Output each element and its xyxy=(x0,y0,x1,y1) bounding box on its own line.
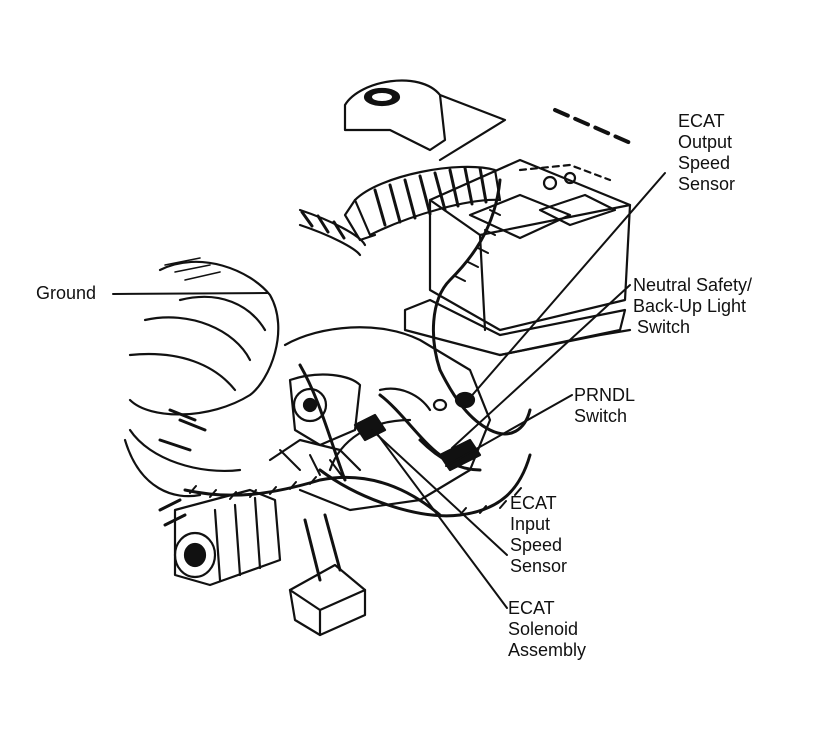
leader-lines xyxy=(112,172,666,609)
ground-label: Ground xyxy=(36,283,96,304)
label-line: ECAT xyxy=(508,598,555,618)
battery xyxy=(428,158,632,332)
label-line: PRNDL xyxy=(574,385,636,405)
label-line: Back-Up Light xyxy=(633,296,747,316)
battery-tray xyxy=(403,298,632,357)
label-line: Input xyxy=(510,514,551,534)
label-line: Sensor xyxy=(510,556,568,576)
label-line: Speed xyxy=(510,535,563,555)
engine-block xyxy=(123,257,280,498)
label-line: Solenoid xyxy=(508,619,579,639)
label-line: Ground xyxy=(36,283,97,303)
input-speed-sensor xyxy=(353,413,387,442)
label-line: Neutral Safety/ xyxy=(633,275,753,295)
label-line: Assembly xyxy=(508,640,587,660)
ecat-output-speed-sensor-label: ECAT Output Speed Sensor xyxy=(678,111,735,195)
label-line: ECAT xyxy=(678,111,725,131)
input-speed-sensor-leader xyxy=(371,429,508,556)
output-speed-sensor-leader xyxy=(467,172,666,401)
neutral-safety-switch-leader xyxy=(451,284,631,449)
label-line: Output xyxy=(678,132,733,152)
solenoid-block xyxy=(288,513,367,637)
ground-leader xyxy=(112,292,269,295)
label-line: Sensor xyxy=(678,174,736,194)
hood-outline xyxy=(343,79,637,162)
prndl-switch-label: PRNDL Switch xyxy=(574,385,635,427)
solenoid-assembly-leader xyxy=(377,434,508,609)
label-line: ECAT xyxy=(510,493,557,513)
label-line: Speed xyxy=(678,153,731,173)
neutral-safety-switch-label: Neutral Safety/ Back-Up Light Switch xyxy=(633,275,752,338)
air-intake-hose xyxy=(343,165,502,242)
heater-hose xyxy=(298,208,367,257)
output-speed-sensor xyxy=(432,391,476,412)
starter-motor xyxy=(158,488,282,587)
ecat-input-speed-sensor-label: ECAT Input Speed Sensor xyxy=(510,493,567,577)
label-line: Switch xyxy=(637,317,691,337)
prndl-switch-leader xyxy=(445,394,573,467)
ecat-solenoid-assembly-label: ECAT Solenoid Assembly xyxy=(508,598,586,661)
wiring-harness xyxy=(183,178,532,518)
label-line: Switch xyxy=(574,406,628,426)
